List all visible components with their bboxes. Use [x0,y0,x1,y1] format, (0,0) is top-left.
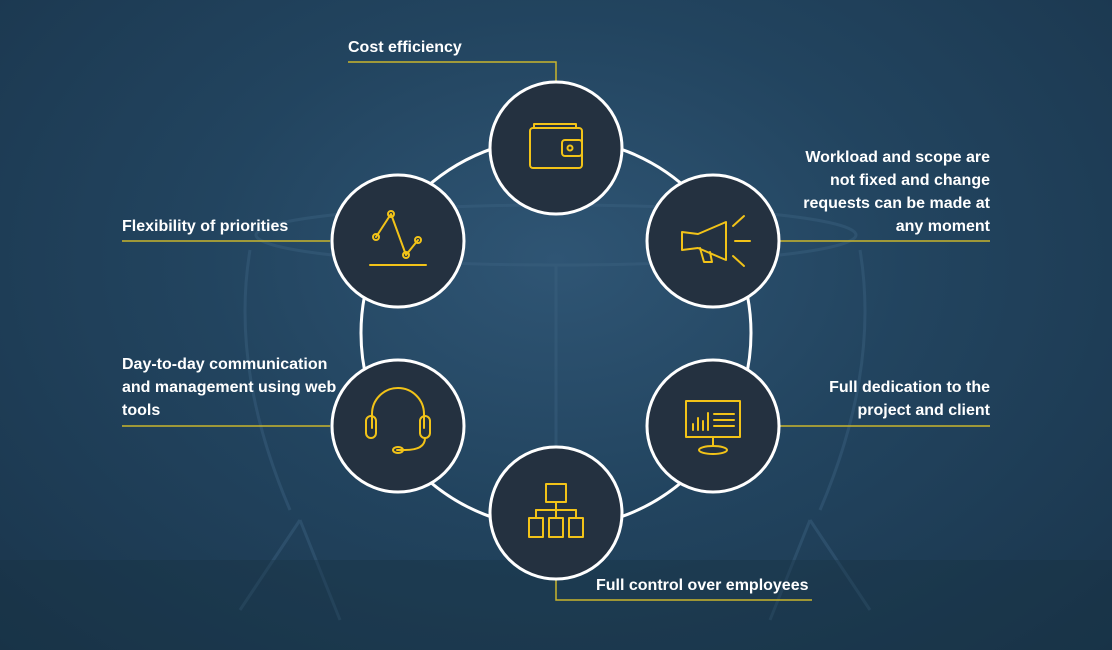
connector-cost [348,61,557,82]
label-workload: Workload and scope are not fixed and cha… [803,149,990,235]
connector-control [555,578,812,601]
headset-icon [365,387,431,454]
node-workload [645,173,781,309]
label-control: Full control over employees [596,577,809,594]
line-chart-icon [369,210,427,266]
label-flexibility: Flexibility of priorities [122,218,289,235]
label-cost-efficiency: Cost efficiency [348,39,462,56]
label-communication: Day-to-day communication and management … [122,356,337,419]
wallet-icon [529,123,583,169]
monitor-presentation-icon [685,400,741,455]
node-cost-efficiency [488,80,624,216]
megaphone-icon [681,215,751,267]
org-chart-icon [528,483,584,538]
label-dedication: Full dedication to the project and clien… [829,379,990,419]
node-communication [330,358,466,494]
node-flexibility [330,173,466,309]
